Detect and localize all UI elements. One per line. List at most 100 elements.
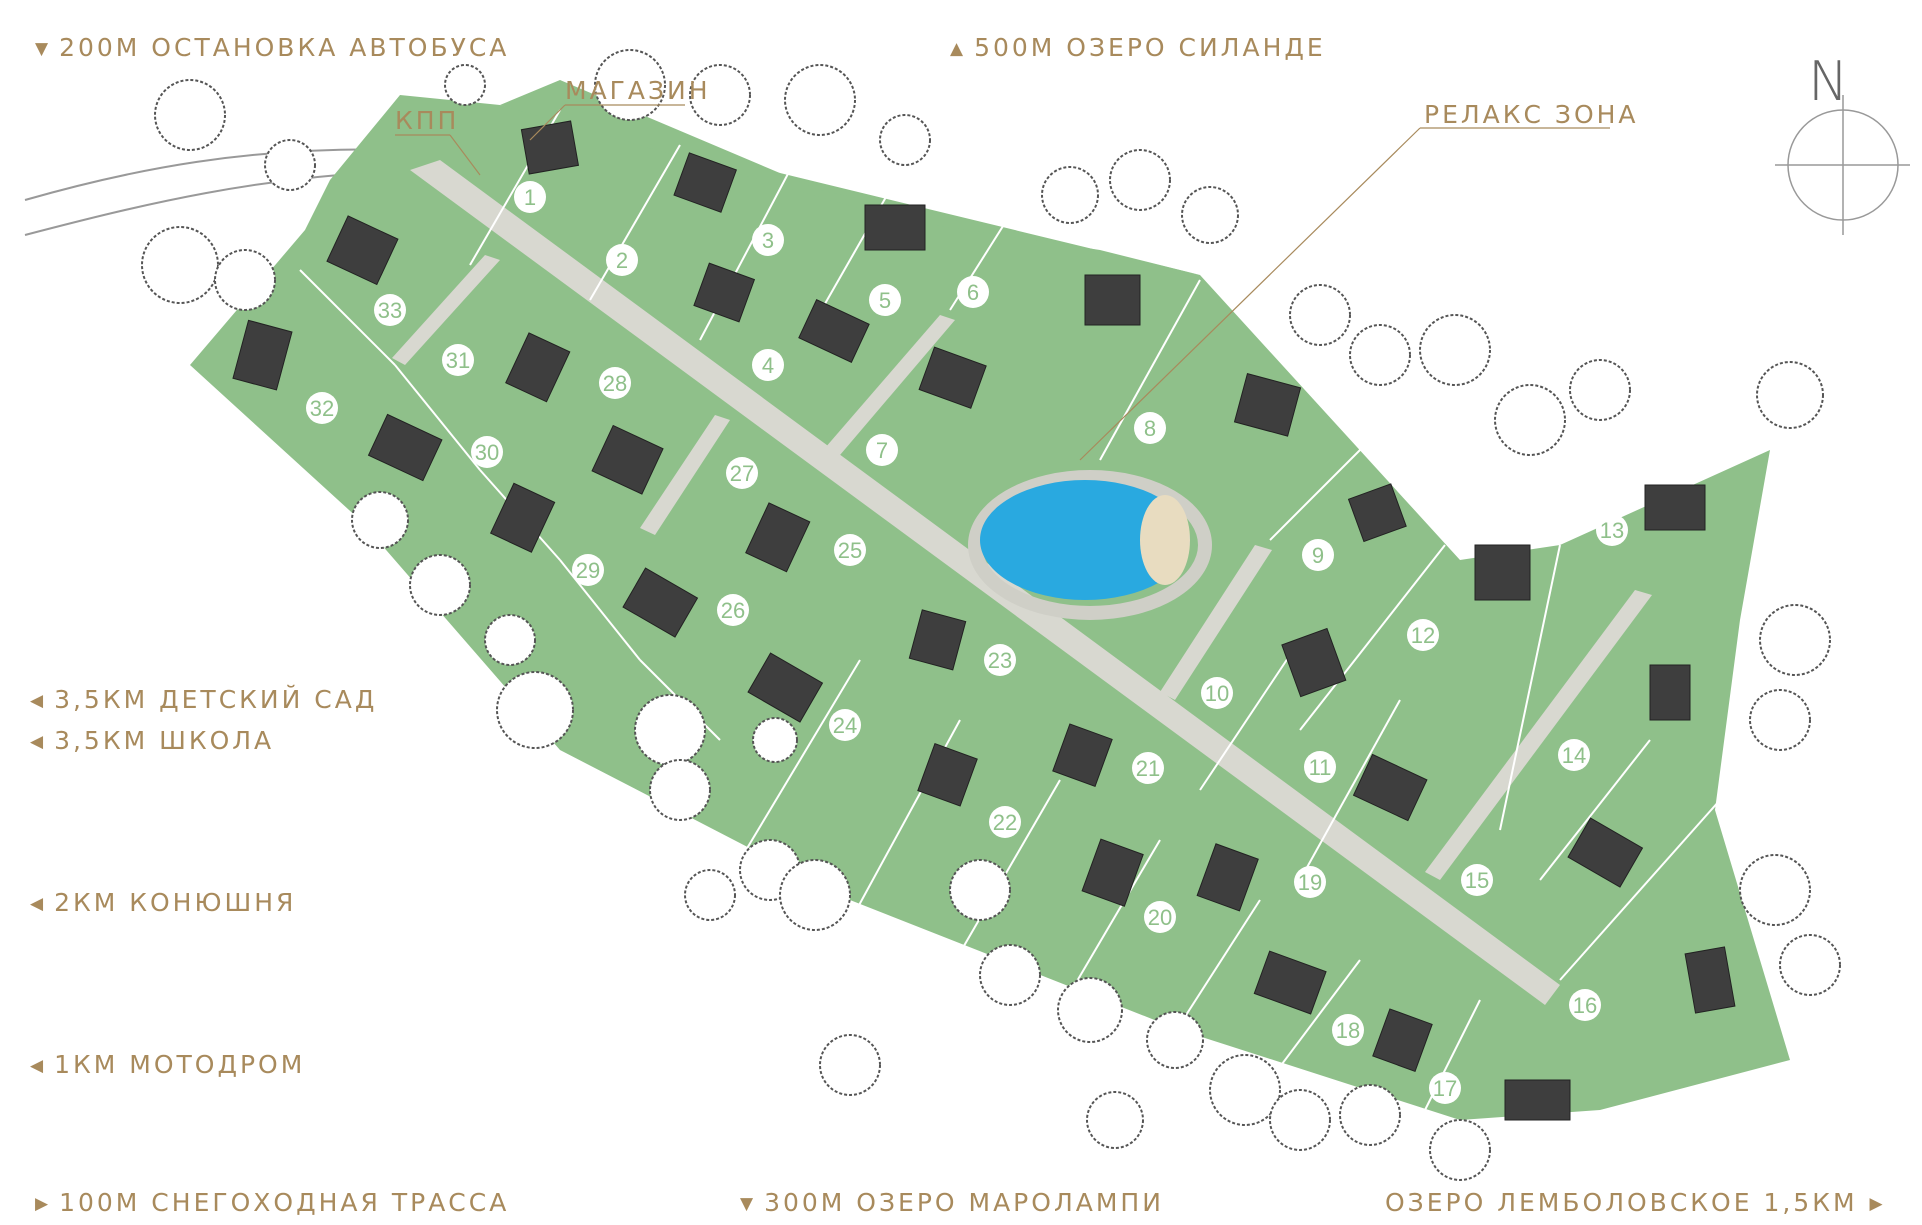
plot-14: 14 (1558, 739, 1590, 771)
relax-item: ДЕТСКАЯ ПЛОЩАДКА (1418, 248, 1698, 275)
plot-22-label: 22 (993, 810, 1017, 835)
plot-2-label: 2 (616, 248, 628, 273)
plot-15: 15 (1461, 864, 1493, 896)
tree (1339, 1084, 1401, 1146)
plot-8-label: 8 (1144, 416, 1156, 441)
tree (214, 249, 276, 311)
plot-19-label: 19 (1298, 870, 1322, 895)
plot-26-label: 26 (721, 598, 745, 623)
tree (1749, 689, 1811, 751)
house-25 (747, 652, 824, 723)
arrow-left-icon: ◀ (30, 732, 47, 752)
territory-north (500, 80, 1200, 275)
house-20 (1196, 843, 1259, 912)
tree (1209, 1054, 1281, 1126)
tree (1419, 314, 1491, 386)
plot-29-label: 29 (576, 558, 600, 583)
plot-12-label: 12 (1411, 623, 1435, 648)
plot-11-label: 11 (1309, 755, 1332, 780)
relax-item: ЗОНА Wi-Fi (1418, 194, 1698, 221)
tree (684, 869, 736, 921)
house-33 (326, 215, 399, 286)
plot-markers: 1 2 3 4 5 6 7 8 9 10 11 12 13 14 15 16 1… (306, 181, 1628, 1104)
tree (444, 64, 486, 106)
tree (784, 64, 856, 136)
plot-17: 17 (1429, 1072, 1461, 1104)
tree (409, 554, 471, 616)
plot-6: 6 (957, 276, 989, 308)
house-30 (367, 413, 443, 482)
house-8 (1233, 372, 1302, 437)
tree (1109, 149, 1171, 211)
plot-31-label: 31 (446, 348, 470, 373)
tree (879, 114, 931, 166)
tree (649, 759, 711, 821)
plot-21-label: 21 (1136, 756, 1160, 781)
tree (1494, 384, 1566, 456)
checkbox-icon (1418, 199, 1432, 213)
plot-31: 31 (442, 344, 474, 376)
plot-4: 4 (752, 349, 784, 381)
plot-33-label: 33 (378, 298, 402, 323)
trees (141, 49, 1841, 1181)
house-13 (1644, 484, 1706, 531)
tree (1569, 359, 1631, 421)
house-6 (1084, 274, 1141, 326)
house-16 (1684, 946, 1736, 1014)
plot-30-label: 30 (475, 440, 499, 465)
tree (1759, 604, 1831, 676)
plot-23: 23 (984, 644, 1016, 676)
tree (1041, 166, 1099, 224)
plot-28: 28 (599, 367, 631, 399)
relax-item: WORKOUT ПЛОЩАДКА (1418, 275, 1698, 302)
plot-28-label: 28 (603, 371, 627, 396)
house-32 (232, 319, 293, 391)
house-11 (1352, 753, 1428, 822)
tree (594, 49, 666, 121)
tree (979, 944, 1041, 1006)
house-12 (1474, 544, 1531, 601)
plot-7: 7 (866, 434, 898, 466)
label-relax-zone: РЕЛАКС ЗОНА (1424, 100, 1639, 129)
tree (1739, 854, 1811, 926)
arrow-down-icon: ▼ (740, 1194, 757, 1214)
house-18 (1372, 1008, 1433, 1072)
plot-18-label: 18 (1336, 1018, 1360, 1043)
plot-6-label: 6 (967, 280, 979, 305)
plot-9-label: 9 (1312, 543, 1324, 568)
plot-24-label: 24 (833, 713, 857, 738)
plot-16: 16 (1569, 989, 1601, 1021)
house-2 (673, 152, 737, 213)
tree (1289, 284, 1351, 346)
arrow-left-icon: ◀ (30, 894, 47, 914)
plot-7-label: 7 (876, 438, 888, 463)
label-lake-silande: ▲500М ОЗЕРО СИЛАНДЕ (950, 33, 1326, 62)
pond-water (980, 480, 1190, 600)
tree (689, 64, 751, 126)
tree (779, 859, 851, 931)
plot-2: 2 (606, 244, 638, 276)
plot-4-label: 4 (762, 353, 774, 378)
road-right-branch (1160, 545, 1272, 700)
compass-icon (1775, 95, 1910, 235)
house-19 (1253, 950, 1327, 1015)
plot-29: 29 (572, 554, 604, 586)
tree (1779, 934, 1841, 996)
tree (1756, 361, 1824, 429)
plot-14-label: 14 (1562, 743, 1586, 768)
road-upper-branch (825, 315, 955, 455)
plot-27: 27 (726, 457, 758, 489)
plot-27-label: 27 (730, 461, 754, 486)
plot-5-label: 5 (879, 288, 891, 313)
house-14 (1649, 664, 1691, 721)
plot-33: 33 (374, 294, 406, 326)
house-4 (798, 299, 870, 363)
label-checkpoint: КПП (395, 106, 460, 135)
plot-13: 13 (1596, 514, 1628, 546)
plot-10: 10 (1201, 677, 1233, 709)
label-lake-lembolovskoe: ОЗЕРО ЛЕМБОЛОВСКОЕ 1,5КМ▶ (1385, 1188, 1886, 1217)
house-29 (489, 482, 556, 553)
house-31 (505, 332, 571, 403)
pond-path (968, 470, 1212, 620)
entry-road (24, 148, 411, 201)
